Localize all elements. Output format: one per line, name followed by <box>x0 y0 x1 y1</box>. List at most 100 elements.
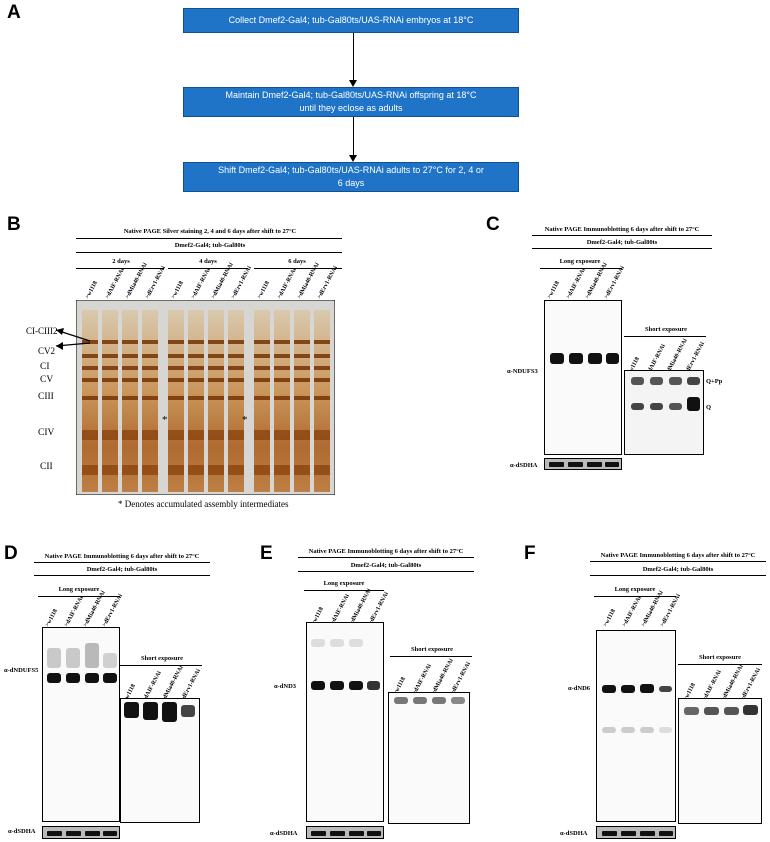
gel-band <box>142 396 158 400</box>
gel-band <box>102 340 118 344</box>
gel-band <box>102 354 118 358</box>
gel-band <box>228 378 244 382</box>
gel-band <box>208 378 224 382</box>
gel-lane-9 <box>254 310 270 492</box>
panel-f-long-exposure: Long exposure <box>614 586 656 593</box>
gel-band <box>274 340 290 344</box>
gel-band <box>142 340 158 344</box>
gel-band <box>142 378 158 382</box>
c-qpp-label: Q+Pp <box>706 378 723 385</box>
gel-band <box>314 430 330 440</box>
gel-band <box>168 378 184 382</box>
b-lane-9: >w1118 <box>256 280 271 300</box>
d-lane-2: >dAIF-RNAi <box>63 595 85 628</box>
gel-lane-12 <box>314 310 330 492</box>
gel-band <box>188 340 204 344</box>
blot-d-long <box>42 627 120 822</box>
panel-b-group-2days: 2 days <box>112 258 130 265</box>
gel-lane-7 <box>208 310 224 492</box>
b-lane-5: >w1118 <box>170 280 185 300</box>
f-s-lane-4: >dErv1-RNAi <box>739 667 762 702</box>
gel-lane-11 <box>294 310 310 492</box>
panel-f-rule-1 <box>590 561 766 562</box>
blot-f-short <box>678 698 762 824</box>
flow-step-2-line2: until they eclose as adults <box>299 103 403 113</box>
f-antibody: α-dND6 <box>568 685 591 692</box>
panel-label-c: C <box>486 214 500 235</box>
gel-lane-2 <box>102 310 118 492</box>
blot-e-short <box>388 692 470 824</box>
gel-band <box>122 366 138 370</box>
gel-band <box>82 430 98 440</box>
panel-c-rule-4 <box>624 336 706 337</box>
panel-c-genotype: Dmef2-Gal4; tub-Gal80ts <box>586 239 658 246</box>
gel-band <box>254 396 270 400</box>
panel-b-rule-2 <box>76 252 342 253</box>
f-lane-2: >dAIF-RNAi <box>621 595 643 628</box>
gel-band <box>314 354 330 358</box>
gel-band <box>188 396 204 400</box>
gel-band <box>168 396 184 400</box>
complex-ci: CI <box>40 362 50 372</box>
gel-band <box>274 430 290 440</box>
gel-band <box>228 340 244 344</box>
gel-band <box>168 465 184 475</box>
gel-band <box>274 354 290 358</box>
c-lane-4: >dErv1-RNAi <box>603 265 626 300</box>
gel-band <box>102 430 118 440</box>
flow-arrowhead-1 <box>349 80 357 87</box>
gel-band <box>274 465 290 475</box>
panel-b-group-rule-3 <box>254 268 342 269</box>
gel-band <box>168 354 184 358</box>
panel-f-short-exposure: Short exposure <box>699 654 741 661</box>
gel-band <box>274 378 290 382</box>
complex-cv2: CV2 <box>38 346 56 356</box>
gel-band <box>208 354 224 358</box>
gel-band <box>122 340 138 344</box>
complex-arrows <box>55 328 91 350</box>
c-lane-2: >dAIF-RNAi <box>565 267 587 300</box>
panel-f-title: Native PAGE Immunoblotting 6 days after … <box>600 552 756 559</box>
gel-band <box>82 366 98 370</box>
panel-c-long-exposure: Long exposure <box>559 258 601 265</box>
b-lane-2: >dAIF-RNAi <box>104 267 126 300</box>
gel-band <box>168 366 184 370</box>
gel-band <box>294 396 310 400</box>
gel-lane-8 <box>228 310 244 492</box>
gel-band <box>254 366 270 370</box>
gel-band <box>294 465 310 475</box>
d-loading-label: α-dSDHA <box>8 828 36 835</box>
gel-band <box>122 378 138 382</box>
b-lane-4: >dErv1-RNAi <box>144 265 167 300</box>
panel-f-genotype: Dmef2-Gal4; tub-Gal80ts <box>642 566 714 573</box>
f-loading-label: α-dSDHA <box>560 830 588 837</box>
panel-d-rule-3 <box>38 596 120 597</box>
panel-label-a: A <box>7 2 21 23</box>
e-lane-4: >dErv1-RNAi <box>367 591 390 626</box>
flow-step-1-text: Collect Dmef2-Gal4; tub-Gal80ts/UAS-RNAi… <box>228 15 474 25</box>
e-s-lane-4: >dErv1-RNAi <box>449 661 472 696</box>
d-antibody: α-dNDUFS5 <box>4 667 39 674</box>
panel-label-d: D <box>4 543 18 564</box>
c-q-label: Q <box>706 404 712 411</box>
gel-band <box>188 354 204 358</box>
blot-c-long <box>544 300 622 455</box>
blot-c-short <box>624 370 704 455</box>
flow-arrowhead-2 <box>349 155 357 162</box>
gel-band <box>208 396 224 400</box>
gel-band <box>208 366 224 370</box>
gel-band <box>122 354 138 358</box>
panel-label-e: E <box>260 543 273 564</box>
panel-label-b: B <box>7 214 21 235</box>
b-lane-12: >dErv1-RNAi <box>316 265 339 300</box>
gel-band <box>122 430 138 440</box>
panel-d-short-exposure: Short exposure <box>141 655 183 662</box>
gel-band <box>142 430 158 440</box>
gel-band <box>254 465 270 475</box>
panel-b-group-rule-2 <box>168 268 248 269</box>
gel-band <box>102 366 118 370</box>
e-antibody: α-dND3 <box>274 683 297 690</box>
gel-band <box>168 430 184 440</box>
b-lane-10: >dAIF-RNAi <box>276 267 298 300</box>
panel-d-genotype: Dmef2-Gal4; tub-Gal80ts <box>86 566 158 573</box>
